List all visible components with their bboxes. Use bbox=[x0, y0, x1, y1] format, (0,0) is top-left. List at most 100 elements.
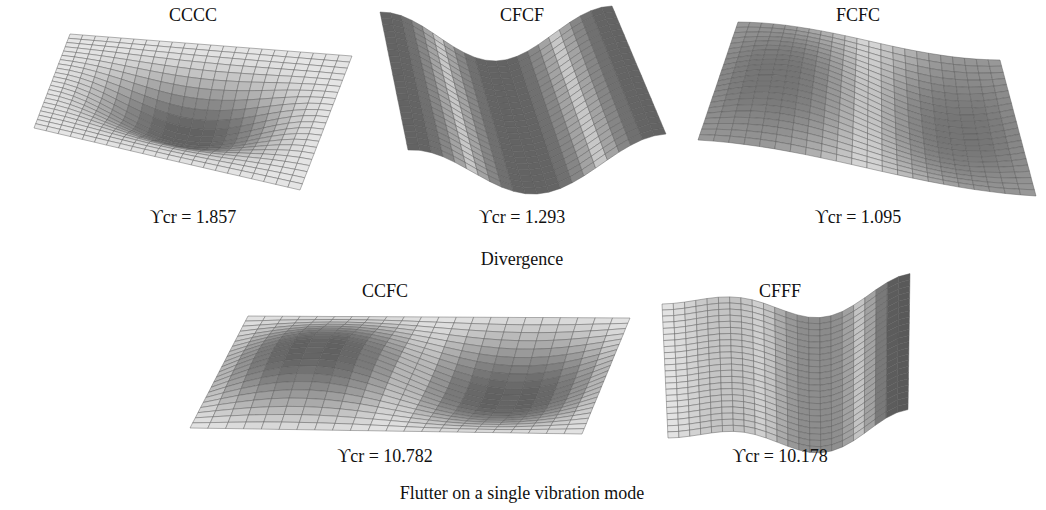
mesh-cell bbox=[979, 73, 993, 80]
mesh-cell bbox=[532, 348, 552, 357]
mesh-cell bbox=[231, 408, 251, 416]
mesh-cell bbox=[317, 415, 337, 423]
mesh-cell bbox=[517, 341, 537, 350]
mesh-cell bbox=[702, 124, 719, 130]
mesh-cell bbox=[546, 429, 566, 434]
mesh-cell bbox=[371, 419, 391, 426]
mesh-cell bbox=[322, 400, 342, 409]
mesh-cell bbox=[388, 50, 400, 57]
mesh-cell bbox=[392, 69, 404, 76]
mesh-cell bbox=[983, 162, 999, 168]
mesh-cell bbox=[980, 80, 994, 87]
mesh-cell bbox=[524, 318, 544, 325]
mesh-cell bbox=[350, 317, 370, 320]
mesh-cell bbox=[945, 93, 959, 101]
mesh-cell bbox=[224, 81, 239, 91]
mesh-cell bbox=[530, 357, 550, 366]
mesh-cell bbox=[1018, 184, 1035, 190]
mesh-cell bbox=[284, 406, 304, 414]
mesh-cell bbox=[502, 332, 522, 341]
mesh-cell bbox=[507, 374, 527, 382]
mesh-cell bbox=[397, 94, 410, 101]
mesh-cell bbox=[226, 422, 246, 429]
mesh-cell bbox=[302, 77, 317, 84]
mesh-cell bbox=[756, 37, 770, 42]
mesh-cell bbox=[705, 112, 721, 119]
mesh-cell bbox=[775, 142, 791, 152]
mesh-cell bbox=[734, 27, 748, 33]
mesh-cell bbox=[956, 87, 970, 95]
mesh-cell bbox=[529, 429, 549, 433]
mesh-cell bbox=[390, 62, 402, 69]
mesh-cell bbox=[302, 353, 322, 360]
mesh-cell bbox=[399, 106, 412, 113]
mesh-cell bbox=[315, 332, 335, 335]
mesh-cell bbox=[317, 72, 332, 79]
mesh-cell bbox=[315, 316, 335, 319]
mesh-cell bbox=[307, 342, 327, 347]
mesh-cell bbox=[310, 382, 330, 392]
mesh-cell bbox=[386, 426, 406, 432]
mesh-cell bbox=[407, 144, 420, 151]
mesh-cell bbox=[974, 185, 990, 192]
mesh-cell bbox=[752, 98, 768, 105]
mesh-cell bbox=[184, 87, 199, 99]
mesh-cell bbox=[266, 68, 281, 76]
mesh-cell bbox=[512, 185, 526, 194]
mesh-cell bbox=[759, 70, 774, 76]
mesh-cell bbox=[197, 142, 211, 146]
mesh-cell bbox=[662, 303, 674, 310]
mesh-cell bbox=[762, 59, 777, 64]
mesh-cell bbox=[297, 128, 312, 134]
mesh-cell bbox=[204, 120, 219, 129]
mesh-cell bbox=[541, 318, 561, 325]
mesh-cell bbox=[82, 135, 96, 142]
mesh-cell bbox=[228, 415, 248, 422]
mesh-cell bbox=[539, 325, 559, 333]
mesh-cell bbox=[287, 398, 307, 407]
mesh-cell bbox=[298, 90, 313, 97]
mesh-cell bbox=[735, 111, 751, 118]
mesh-cell bbox=[310, 91, 325, 98]
mesh-cell bbox=[969, 87, 983, 94]
mesh-cell bbox=[718, 297, 729, 303]
mesh-cell bbox=[402, 119, 415, 126]
mesh-cell bbox=[475, 429, 495, 432]
mesh-cell bbox=[898, 170, 914, 178]
mesh-cell bbox=[199, 79, 214, 90]
mesh-cell bbox=[720, 111, 736, 118]
mesh-cell bbox=[252, 74, 267, 82]
mesh-cell bbox=[576, 318, 596, 325]
mesh-cell bbox=[201, 70, 216, 80]
mesh-cell bbox=[504, 325, 524, 333]
mesh-cell bbox=[978, 66, 992, 73]
mesh-cell bbox=[107, 141, 121, 148]
mesh-cell bbox=[491, 413, 511, 416]
mesh-cell bbox=[564, 429, 584, 434]
mesh-cell bbox=[953, 64, 966, 72]
mesh-cell bbox=[131, 147, 145, 154]
mesh-cell bbox=[203, 163, 217, 171]
mesh-cell bbox=[750, 111, 766, 119]
mesh-cell bbox=[243, 60, 258, 68]
mesh-cell bbox=[262, 82, 277, 90]
mesh-cell bbox=[350, 424, 370, 431]
mesh-cell bbox=[437, 317, 457, 323]
mesh-cell bbox=[269, 398, 289, 407]
mesh-cell bbox=[222, 90, 237, 100]
mesh-cell bbox=[292, 382, 312, 391]
mesh-cell bbox=[282, 415, 302, 423]
mesh-cell bbox=[218, 110, 233, 120]
mesh-cell bbox=[303, 110, 318, 116]
mesh-cell bbox=[713, 135, 730, 142]
mesh-cell bbox=[990, 66, 1004, 73]
mesh-cell bbox=[760, 64, 775, 69]
mesh-cell bbox=[244, 422, 264, 429]
mesh-cell bbox=[290, 76, 305, 83]
mesh-cell bbox=[573, 324, 593, 332]
mesh-cell bbox=[216, 64, 231, 73]
mesh-cell bbox=[333, 423, 353, 430]
mesh-cell bbox=[300, 84, 315, 91]
mesh-cell bbox=[442, 151, 455, 163]
mesh-cell bbox=[484, 331, 504, 340]
